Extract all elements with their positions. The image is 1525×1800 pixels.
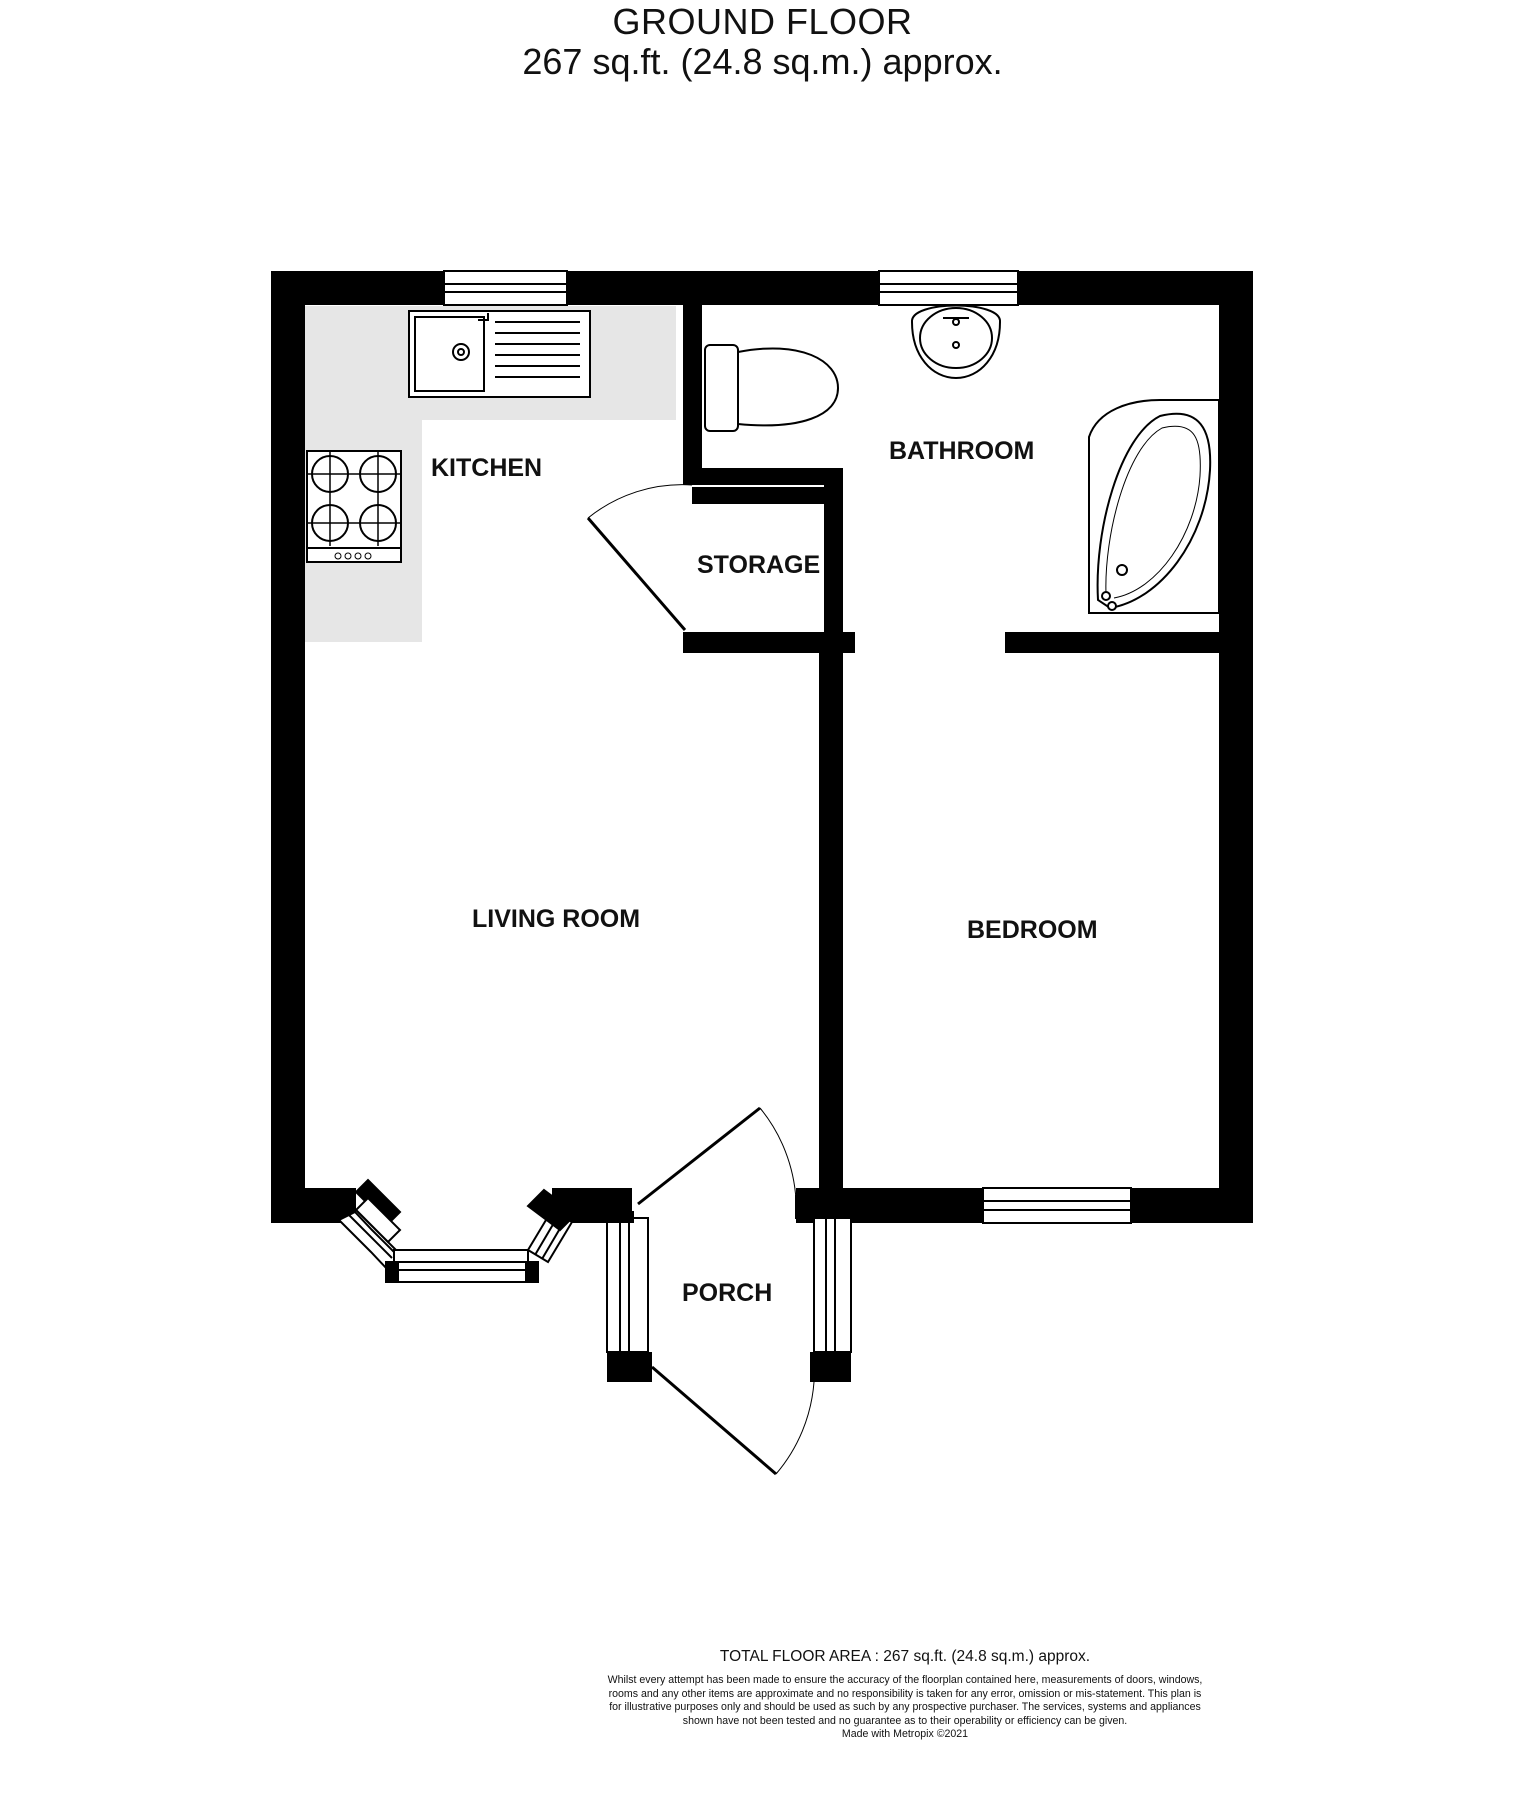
door-storage: [586, 484, 693, 631]
room-label-kitchen: KITCHEN: [431, 454, 542, 482]
room-label-living-room: LIVING ROOM: [472, 905, 640, 933]
wall-top-mid: [567, 271, 879, 305]
floor-title: GROUND FLOOR: [612, 1, 913, 42]
wall-bath-lower: [683, 468, 843, 485]
porch-pier-right: [810, 1352, 851, 1382]
toilet-icon: [704, 344, 840, 432]
footer-credit: Made with Metropix ©2021: [841, 1728, 969, 1741]
hob-icon: [306, 450, 402, 563]
wall-center-upper: [824, 468, 843, 653]
window-bay: [337, 1178, 578, 1283]
window-porch-left: [606, 1211, 649, 1353]
wall-center: [819, 636, 843, 1192]
wall-right: [1219, 271, 1253, 1223]
window-kitchen: [443, 270, 568, 306]
sink-icon: [408, 310, 591, 398]
floor-header: GROUND FLOOR 267 sq.ft. (24.8 sq.m.) app…: [0, 2, 1525, 82]
wall-bottom-bedroom-right: [1131, 1188, 1253, 1223]
wall-kitchen-bath: [683, 300, 702, 474]
footer-disclaimer: Whilst every attempt has been made to en…: [607, 1674, 1203, 1727]
window-bedroom: [982, 1187, 1132, 1224]
room-label-bedroom: BEDROOM: [967, 916, 1098, 944]
wall-bottom-living-left: [271, 1188, 356, 1223]
room-label-storage: STORAGE: [697, 551, 820, 579]
door-porch-upper: [637, 1106, 797, 1206]
bath-icon: [1088, 399, 1220, 614]
wall-top-right: [1018, 271, 1253, 305]
window-porch-right: [795, 1195, 852, 1353]
walls: [271, 271, 1253, 1382]
door-porch-lower: [651, 1365, 815, 1476]
window-bathroom: [878, 270, 1019, 306]
wall-bedroom-top: [1005, 632, 1253, 653]
basin-icon: [910, 304, 1002, 380]
room-label-bathroom: BATHROOM: [889, 437, 1034, 465]
wall-storage-bottom: [683, 632, 855, 653]
porch-pier-left: [607, 1352, 652, 1382]
room-label-porch: PORCH: [682, 1279, 772, 1307]
wall-left: [271, 271, 305, 1223]
footer-total-area: TOTAL FLOOR AREA : 267 sq.ft. (24.8 sq.m…: [719, 1648, 1091, 1665]
footer: TOTAL FLOOR AREA : 267 sq.ft. (24.8 sq.m…: [605, 1647, 1205, 1741]
wall-storage-top: [692, 487, 827, 504]
floor-area: 267 sq.ft. (24.8 sq.m.) approx.: [522, 41, 1003, 82]
